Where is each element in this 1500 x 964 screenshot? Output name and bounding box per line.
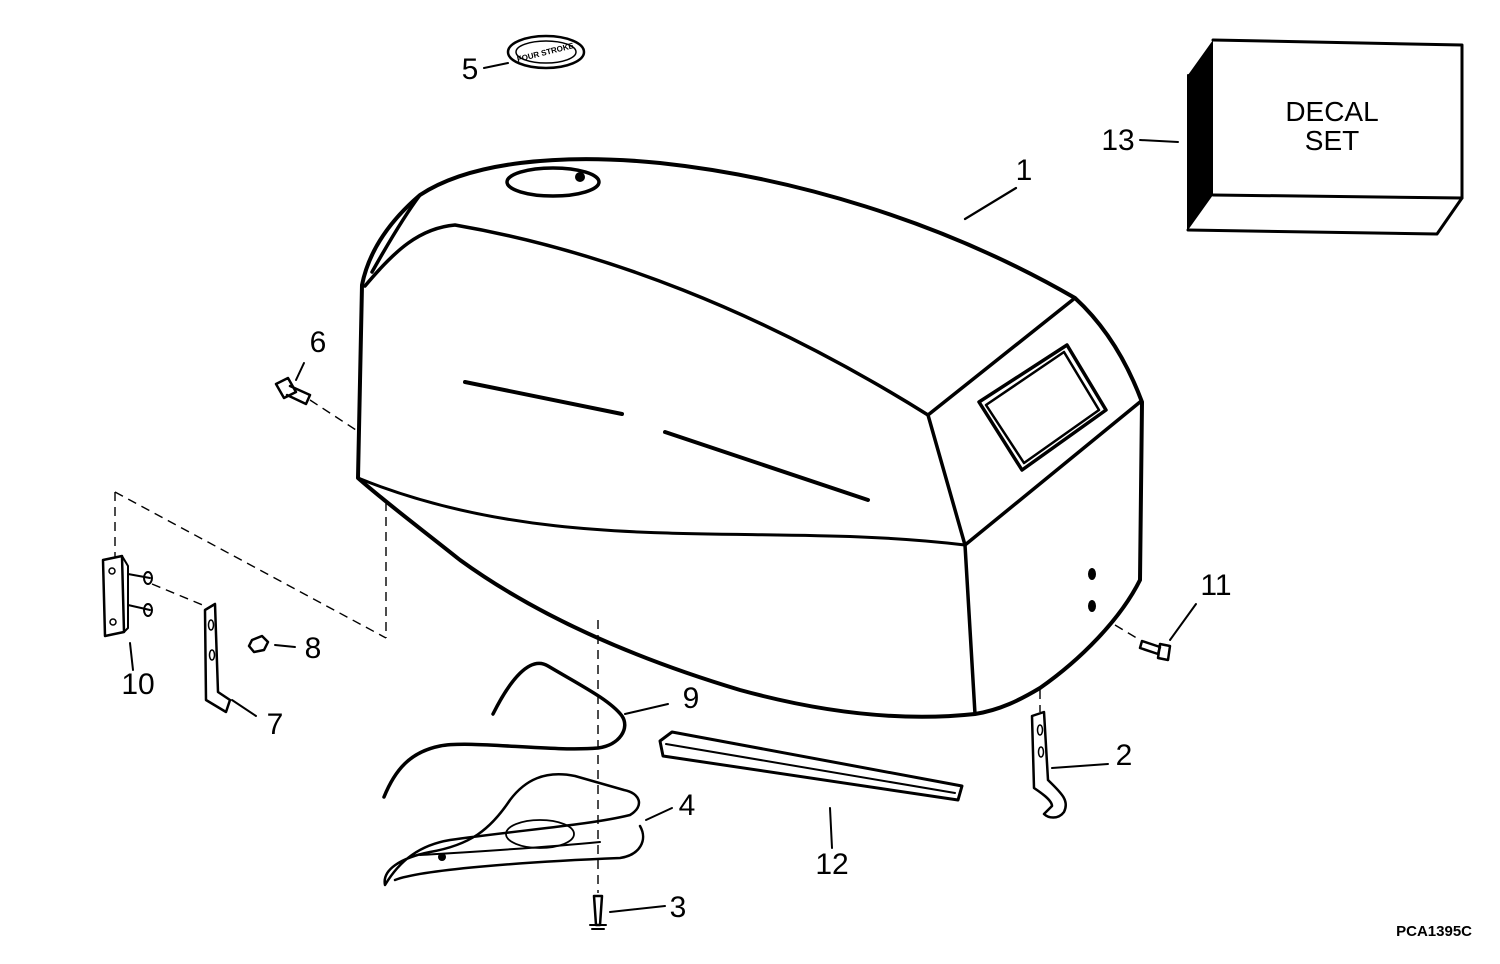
screw-part-6 (274, 376, 357, 431)
callout-9: 9 (683, 682, 700, 715)
nut-part-8 (247, 634, 296, 654)
gasket-part-4 (383, 773, 673, 887)
emblem: FOUR STROKE (506, 34, 586, 70)
decal-line-1: DECAL (1285, 96, 1378, 127)
drawing-code: PCA1395C (1396, 923, 1472, 940)
callout-10: 10 (121, 668, 154, 701)
channel-part-12 (658, 730, 964, 849)
engine-cover (356, 157, 1144, 719)
callout-3: 3 (670, 891, 687, 924)
leader-6 (295, 362, 305, 381)
screw-part-3 (589, 620, 666, 930)
decal-line-2: SET (1305, 125, 1359, 156)
callout-6: 6 (310, 326, 327, 359)
leader-5 (483, 62, 509, 69)
leader-13 (1139, 139, 1179, 143)
hook-part-2 (1030, 690, 1109, 819)
latch-part-7 (151, 583, 257, 717)
callout-2: 2 (1116, 739, 1133, 772)
callout-1: 1 (1016, 154, 1033, 187)
callout-8: 8 (305, 632, 322, 665)
callout-11: 11 (1200, 569, 1231, 602)
callout-12: 12 (815, 848, 848, 881)
callout-4: 4 (679, 789, 696, 822)
decal-set-box: DECAL SET (1186, 38, 1464, 236)
callout-7: 7 (267, 708, 284, 741)
screw-part-11 (1114, 603, 1197, 662)
leader-1 (963, 186, 1018, 221)
bracket-part-10 (101, 554, 153, 671)
callout-5: 5 (462, 53, 479, 86)
callout-13: 13 (1101, 124, 1134, 157)
seal-part-9 (382, 661, 669, 799)
